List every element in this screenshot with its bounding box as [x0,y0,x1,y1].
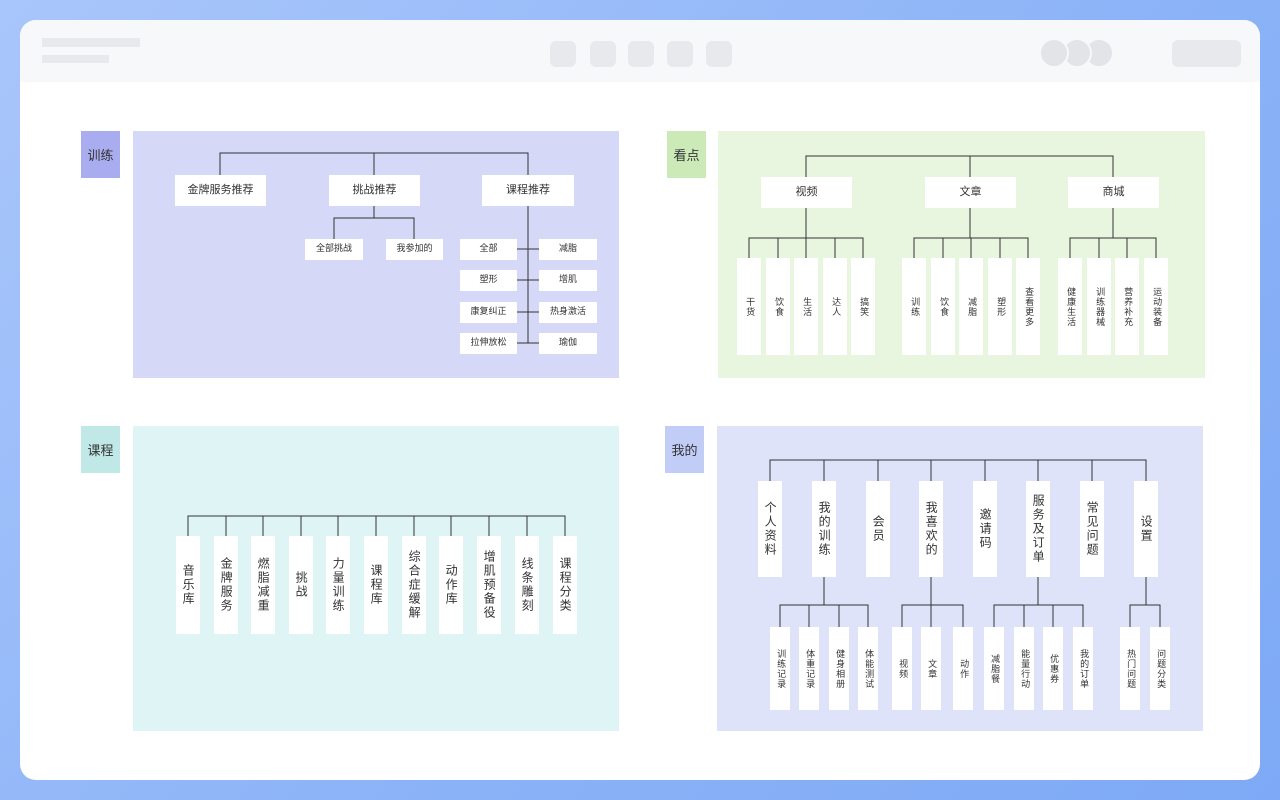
watch-l1-mall: 商城 [1068,177,1159,208]
train-course-item: 增肌 [539,270,597,291]
train-challenge-all: 全部挑战 [305,239,363,260]
section-tag-course: 课程 [81,426,120,473]
share-button[interactable] [1172,40,1241,67]
mine-l1-item: 我喜欢的 [919,481,943,577]
course-item: 增肌预备役 [477,536,501,634]
subtitle-placeholder [42,55,109,63]
toolbar-button-5[interactable] [706,41,732,67]
course-item: 线条雕刻 [515,536,539,634]
app-window: 训练 金牌服务推荐 挑战推荐 课程推荐 全部挑战 我参加的 全部 塑形 康复纠正… [20,20,1260,780]
watch-mall-item: 训练器械 [1087,258,1111,355]
course-item: 燃脂减重 [251,536,275,634]
train-challenge-mine: 我参加的 [386,239,443,260]
mine-orders-item: 减脂餐 [984,627,1004,710]
mine-orders-item: 我的订单 [1073,627,1093,710]
mine-orders-item: 优惠券 [1043,627,1063,710]
train-course-item: 减脂 [539,239,597,260]
mine-likes-item: 视频 [892,627,912,710]
course-item: 动作库 [439,536,463,634]
toolbar-button-2[interactable] [590,41,616,67]
mine-training-item: 训练记录 [770,627,790,710]
toolbar-button-1[interactable] [550,41,576,67]
avatar[interactable] [1039,38,1069,68]
course-item: 课程库 [364,536,388,634]
mine-l1-item: 服务及订单 [1026,481,1050,577]
train-course-item: 全部 [460,239,517,260]
course-item: 挑战 [289,536,313,634]
mine-settings-item: 热门问题 [1120,627,1140,710]
top-bar [20,20,1260,82]
watch-article-item: 查看更多 [1016,258,1040,355]
mine-l1-item: 我的训练 [812,481,836,577]
watch-l1-video: 视频 [761,177,852,208]
toolbar-button-4[interactable] [667,41,693,67]
course-item: 音乐库 [176,536,200,634]
watch-video-item: 达人 [823,258,847,355]
train-l1-course: 课程推荐 [482,175,574,206]
watch-mall-item: 营养补充 [1115,258,1139,355]
mine-settings-item: 问题分类 [1150,627,1170,710]
title-placeholder [42,38,140,47]
mine-likes-item: 文章 [921,627,941,710]
watch-video-item: 饮食 [766,258,790,355]
train-l1-challenge: 挑战推荐 [329,175,420,206]
watch-video-item: 搞笑 [851,258,875,355]
mine-training-item: 体重记录 [799,627,819,710]
train-course-item: 瑜伽 [539,333,597,354]
mine-l1-item: 常见问题 [1080,481,1104,577]
course-item: 力量训练 [326,536,350,634]
toolbar-button-3[interactable] [628,41,654,67]
mine-training-item: 体能测试 [858,627,878,710]
watch-mall-item: 运动装备 [1144,258,1168,355]
watch-mall-item: 健康生活 [1058,258,1082,355]
watch-l1-article: 文章 [925,177,1016,208]
train-course-item: 塑形 [460,270,517,291]
mine-likes-item: 动作 [953,627,973,710]
train-course-item: 拉伸放松 [460,333,517,354]
watch-article-item: 训练 [902,258,926,355]
course-item: 综合症缓解 [402,536,426,634]
watch-video-item: 干货 [737,258,761,355]
mine-l1-item: 会员 [866,481,890,577]
mine-l1-item: 邀请码 [973,481,997,577]
course-item: 课程分类 [553,536,577,634]
mine-l1-item: 个人资料 [758,481,782,577]
mine-orders-item: 能量行动 [1014,627,1034,710]
section-tag-watch: 看点 [667,131,706,178]
course-item: 金牌服务 [214,536,238,634]
train-course-item: 康复纠正 [460,302,517,323]
train-l1-gold: 金牌服务推荐 [175,175,266,206]
section-tag-train: 训练 [81,131,120,178]
watch-article-item: 饮食 [931,258,955,355]
mine-l1-item: 设置 [1134,481,1158,577]
section-tag-mine: 我的 [665,426,704,473]
watch-video-item: 生活 [794,258,818,355]
watch-article-item: 塑形 [988,258,1012,355]
watch-article-item: 减脂 [959,258,983,355]
train-course-item: 热身激活 [539,302,597,323]
mine-training-item: 健身相册 [829,627,849,710]
